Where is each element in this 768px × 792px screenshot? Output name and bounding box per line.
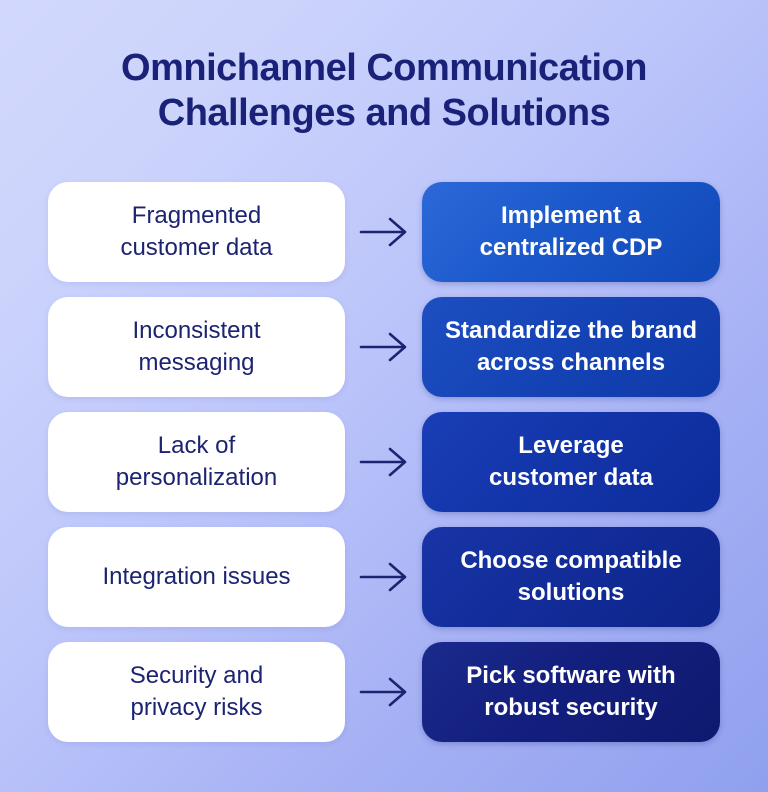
right-arrow-icon bbox=[359, 217, 406, 246]
right-arrow-icon bbox=[359, 677, 406, 706]
challenge-box: Integration issues bbox=[48, 526, 345, 627]
solution-label: Leverage customer data bbox=[488, 432, 654, 491]
right-arrow-icon bbox=[359, 447, 406, 476]
right-arrow-icon bbox=[359, 562, 406, 591]
row-integration-issues: Integration issues Choose compatible sol… bbox=[48, 526, 720, 627]
challenge-label: Lack of personalization bbox=[115, 432, 278, 491]
solution-box: Leverage customer data bbox=[422, 411, 720, 512]
solution-box: Pick software with robust security bbox=[422, 641, 720, 742]
row-fragmented-data: Fragmented customer data Implement a cen… bbox=[48, 181, 720, 282]
arrow-cell bbox=[345, 642, 422, 742]
challenge-label: Integration issues bbox=[102, 563, 291, 591]
page-title: Omnichannel Communication Challenges and… bbox=[121, 47, 647, 134]
challenge-label: Security and privacy risks bbox=[129, 662, 264, 721]
solution-box: Implement a centralized CDP bbox=[422, 181, 720, 282]
challenge-box: Fragmented customer data bbox=[48, 181, 345, 282]
challenge-box: Lack of personalization bbox=[48, 411, 345, 512]
solution-box: Choose compatible solutions bbox=[422, 526, 720, 627]
arrow-cell bbox=[345, 182, 422, 282]
challenge-label: Fragmented customer data bbox=[120, 202, 273, 261]
challenge-box: Security and privacy risks bbox=[48, 641, 345, 742]
row-lack-personalization: Lack of personalization Leverage custome… bbox=[48, 411, 720, 512]
solution-label: Choose compatible solutions bbox=[460, 547, 682, 606]
row-security-privacy: Security and privacy risks Pick software… bbox=[48, 641, 720, 742]
row-inconsistent-messaging: Inconsistent messaging Standardize the b… bbox=[48, 296, 720, 397]
right-arrow-icon bbox=[359, 332, 406, 361]
solution-box: Standardize the brand across channels bbox=[422, 296, 720, 397]
arrow-cell bbox=[345, 527, 422, 627]
solution-label: Implement a centralized CDP bbox=[479, 202, 663, 261]
solution-label: Pick software with robust security bbox=[466, 662, 676, 721]
arrow-cell bbox=[345, 412, 422, 512]
challenge-box: Inconsistent messaging bbox=[48, 296, 345, 397]
arrow-cell bbox=[345, 297, 422, 397]
challenge-solution-list: Fragmented customer data Implement a cen… bbox=[0, 181, 768, 742]
solution-label: Standardize the brand across channels bbox=[444, 317, 698, 376]
challenge-label: Inconsistent messaging bbox=[132, 317, 261, 376]
